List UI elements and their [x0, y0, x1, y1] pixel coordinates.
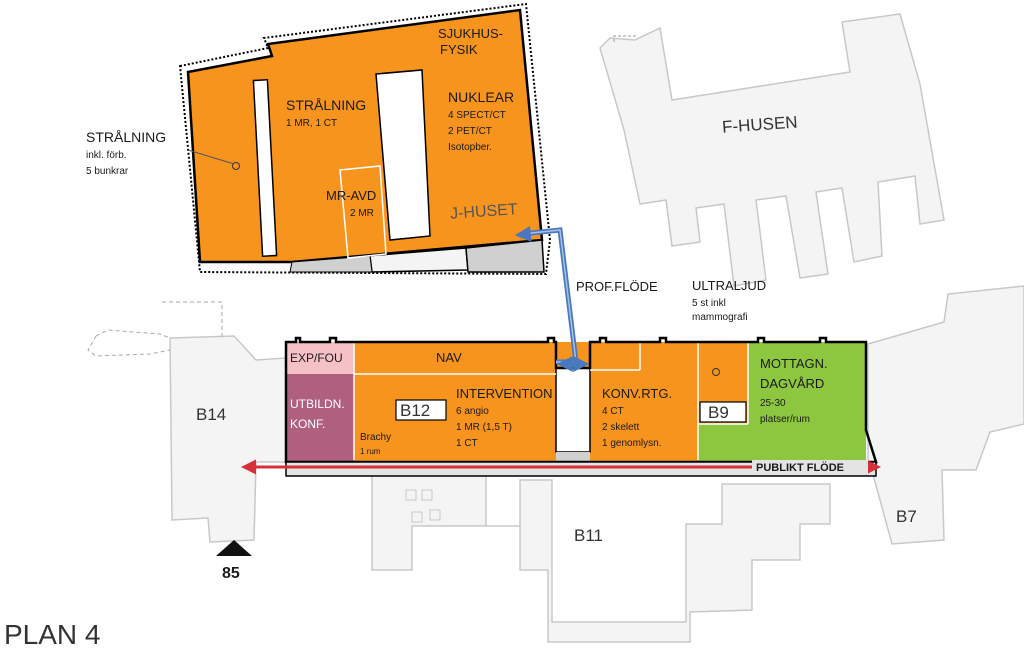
sjukhusfysik-label-2: FYSIK — [440, 42, 478, 57]
b7-label: B7 — [896, 507, 917, 526]
intervention-label: INTERVENTION — [456, 386, 553, 401]
nuklear-line-2: 2 PET/CT — [448, 126, 492, 137]
outside-stralning-label: STRÅLNING — [86, 129, 166, 145]
public-flow-label: PUBLIKT FLÖDE — [756, 461, 844, 474]
b14-label: B14 — [196, 405, 226, 424]
ultraljud-label: ULTRALJUD — [692, 278, 766, 293]
konf-label: KONF. — [290, 417, 325, 431]
j-huset-label: J-HUSET — [450, 201, 519, 223]
sjukhusfysik-label-1: SJUKHUS- — [438, 26, 503, 41]
public-flow-label-bg — [752, 460, 868, 474]
b11-label: B11 — [574, 526, 603, 545]
f-husen-building — [599, 13, 945, 287]
b12-label: B12 — [400, 401, 430, 420]
brachy-label: Brachy — [360, 432, 391, 443]
plan-title: PLAN 4 — [4, 619, 101, 649]
nuklear-label: NUKLEAR — [448, 89, 514, 105]
b9-label: B9 — [708, 403, 729, 422]
outside-stralning-line-2: 5 bunkrar — [86, 166, 129, 177]
b12-label-box — [395, 399, 447, 421]
b14-building — [87, 301, 287, 543]
nuklear-line-3: Isotopber. — [448, 142, 492, 153]
prof-flow-label: PROF.FLÖDE — [576, 279, 658, 294]
mr-avd-detail: 2 MR — [350, 208, 374, 219]
entrance-marker-icon — [216, 540, 252, 556]
stralning-room-detail: 1 MR, 1 CT — [286, 118, 337, 129]
intervention-line-1: 6 angio — [456, 406, 489, 417]
konv-rtg-line-1: 4 CT — [602, 406, 624, 417]
konv-rtg-line-3: 1 genomlysn. — [602, 438, 661, 449]
dagvard-label: DAGVÅRD — [760, 376, 824, 391]
exp-fou-label: EXP/FOU — [290, 351, 343, 365]
b11-building — [371, 473, 831, 643]
konv-rtg-label: KONV.RTG. — [602, 386, 672, 401]
outside-stralning-line-1: inkl. förb. — [86, 150, 127, 161]
b7-building — [867, 285, 1024, 545]
stralning-room-label: STRÅLNING — [286, 97, 366, 113]
konv-rtg-line-2: 2 skelett — [602, 422, 639, 433]
brachy-detail: 1 rum — [360, 447, 381, 456]
nav-label: NAV — [436, 350, 462, 365]
main-building — [284, 336, 878, 477]
mr-avd-label: MR-AVD — [326, 188, 376, 203]
dagvard-line-1: 25-30 — [760, 398, 786, 409]
entrance-number: 85 — [222, 565, 240, 582]
professional-flow-path — [514, 225, 590, 372]
utbildn-label: UTBILDN. — [290, 397, 345, 411]
leader-line — [187, 149, 235, 165]
ultraljud-line-2: mammografi — [692, 312, 748, 323]
j-huset-building — [178, 2, 552, 276]
nuklear-line-1: 4 SPECT/CT — [448, 110, 506, 121]
b9-label-box — [699, 401, 747, 423]
mottagn-label: MOTTAGN. — [760, 356, 828, 371]
intervention-line-2: 1 MR (1,5 T) — [456, 422, 512, 433]
intervention-line-3: 1 CT — [456, 438, 478, 449]
ultraljud-line-1: 5 st inkl — [692, 298, 726, 309]
dagvard-line-2: platser/rum — [760, 414, 810, 425]
